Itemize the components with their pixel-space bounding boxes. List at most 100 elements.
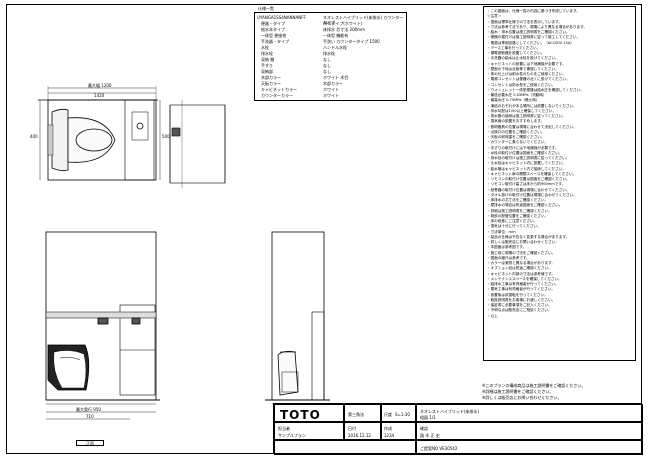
title-block: TOTO 第三角法 尺度 S=1:30 ネオレストハイブリッド(床排水) 組図 … [273, 403, 643, 455]
front-elevation [45, 231, 160, 420]
note-line: ・ウォシュレット一体型便器は給水圧を確認してください。 [487, 87, 584, 92]
note-line: ・この図面は、仕様一覧の内容に基づき作成しています。 [487, 9, 580, 13]
client-value: サンプルプラン [278, 433, 306, 438]
spec-row: 木部カラーホワイト 木目 [257, 75, 349, 80]
designer-label: 作成 [384, 426, 392, 431]
note-line: ・手すりの取付けには下地補強が必要です。 [487, 145, 559, 150]
note-line: ・キャビネットの設置には下地補強が必要です。 [487, 61, 566, 66]
dim-bottom-1: 最大奥行 950 [76, 407, 101, 412]
note-line: ・本図面は参考図です。 [487, 245, 527, 250]
spec-row: 手洗器・タイプ手洗い カウンタータイプ 1500 [257, 39, 380, 44]
note-line: ・カラーは実物と異なる場合があります。 [487, 261, 555, 265]
spec-row: 水栓ハンドル水栓 [257, 45, 347, 50]
note-line: ・アース工事を行ってください。 [487, 45, 541, 50]
note-line: ・寸法は参考寸法であり、現場により異なる場合があります。 [487, 24, 588, 29]
footnote-3: ※詳しくは販売店にお問い合わせください。 [482, 395, 562, 400]
note-line: ・換気扇の設置をおすすめします。 [487, 119, 545, 124]
note-line: ・リモコン取付け高さは床から約900mmです。 [487, 182, 566, 187]
spec-row: 手すりなし [257, 63, 331, 68]
product-cell: ネオレストハイブリッド(床排水) 組図 1/1 [416, 404, 643, 422]
front-caption: 正面 [76, 440, 104, 446]
dim-side-1: 400 [30, 134, 38, 139]
right-plan [169, 100, 226, 188]
note-line: ・換気は十分に行ってください。 [487, 224, 541, 229]
date-value: 2016.12.12 [348, 433, 371, 438]
spec-row: 排水栓排水栓 [257, 51, 335, 56]
note-line: ・排水勾配は1/50以上確保してください。 [487, 108, 556, 113]
note-line: ・漏電遮断器を設置してください。 [487, 51, 545, 55]
note-line: ・電源は専用回路としてください。（AC100V 15A） [487, 40, 574, 45]
note-line: ・床の段差にご注意ください。 [487, 219, 538, 223]
note-line: ・保証書に必要事項をご記入ください。 [487, 303, 552, 307]
spec-row: 一体型 便座他一体型 機能有 [257, 33, 349, 38]
spec-row: 収納 棚なし [257, 57, 331, 62]
product-name: ネオレストハイブリッド(床排水) [420, 409, 480, 414]
note-line: ・床の仕上げは耐水性のものをご使用ください。 [487, 72, 567, 76]
date-cell: 日付 2016.12.12 [344, 422, 381, 440]
note-line: ・詳細は施工説明書をご確認ください。 [487, 208, 552, 213]
note-line: ・電気工事は有資格者が行ってください。 [487, 287, 555, 292]
note-line: ・オプション品は別途ご確認ください。 [487, 266, 552, 271]
blank-cell [274, 440, 416, 455]
plan-number: ご提案NO VE30542 [420, 446, 458, 451]
client-label: 担当者 [278, 426, 290, 431]
note-line: ・壁面の下地は合板等で補強してください。 [487, 66, 559, 71]
spec-table-header: 仕様一覧 [257, 6, 275, 12]
note-line: ・点検口の位置をご確認ください。 [487, 129, 545, 134]
note-line: ・コンセントは防水型をご使用ください。 [487, 82, 556, 87]
note-line: ・寸法単位：mm [487, 229, 516, 234]
date-label: 日付 [348, 426, 356, 431]
note-line: ・止水栓はキャビネット内に設置してください。 [487, 161, 566, 166]
note-line: ・施工前に現場の寸法をご確認ください。 [487, 250, 556, 255]
note-line: ・詳しくは販売店にお問い合わせください。 [487, 240, 559, 244]
note-line: ・壁排水の場合は別途図面をご確認ください。 [487, 203, 563, 208]
note-line: ・天板の耐荷重をご確認ください。 [487, 135, 545, 139]
footnote-2: ※詳細は施工説明書をご確認ください。 [482, 389, 554, 394]
note-line: ・キャビネット内部の寸法は参考値です。 [487, 271, 555, 276]
spec-row: カウンターカラーホワイト [257, 93, 339, 98]
drawing-type-cell: 第三角法 [344, 404, 381, 422]
client-cell: 担当者 サンプルプラン [274, 422, 344, 440]
note-line: ・図面は標準仕様での寸法を表示しています。 [487, 19, 562, 24]
note-line: ・リモコンの取付け位置は図面をご確認ください。 [487, 177, 570, 181]
designer-value: 1234 [384, 433, 395, 438]
plan-view [38, 86, 161, 181]
note-line: ・設置後は試運転を行ってください。 [487, 292, 548, 297]
note-line: ・キャビネット扉の開閉スペースを確保してください。 [487, 171, 577, 176]
note-line: ・電源コンセントは便器の近くに設けてください。 [487, 77, 570, 82]
note-line: ・製品の仕様は予告なく変更する場合があります。 [487, 234, 570, 239]
note-line: ・便器の据付けは施工説明書に従って施工してください。 [487, 35, 581, 40]
confirm-cell: 確認 図 木 正 史 [416, 422, 643, 440]
note-line: ・最高水圧 0.75MPa（静止時） [487, 98, 540, 103]
note-line: ・以上 [487, 313, 498, 318]
note-line: ・排水管の接続は施工説明書に従ってください。 [487, 114, 566, 118]
note-line: ・手洗器の給水は止水栓を設けてください。 [487, 56, 559, 61]
scale-label: 尺度 [384, 412, 392, 417]
note-line: ・不明な点は販売店にご相談ください。 [487, 308, 552, 313]
spec-row: 天板カラー木部カラー [257, 81, 343, 86]
toto-logo: TOTO [280, 408, 321, 422]
note-line: ・凍結のおそれがある場所には設置しないでください。 [487, 103, 577, 108]
spec-row: 収納部なし [257, 69, 331, 74]
note-line: ・紙巻器の取付け位置は現場に合わせてください。 [487, 187, 570, 192]
confirm-value: 図 木 正 史 [420, 433, 440, 438]
spec-row: キャビネットカラーホワイト [257, 87, 339, 92]
side-elevation [265, 231, 330, 412]
note-line: ・給水管はキャビネット内で接続してください。 [487, 166, 566, 171]
confirm-label: 確認 [420, 426, 428, 431]
note-line: ・取扱説明書をお客様にお渡しください。 [487, 297, 556, 302]
note-line: ・最低必要水圧 0.05MPa（流動時） [487, 93, 547, 97]
product-sub: 組図 1/1 [420, 415, 436, 420]
logo-cell: TOTO [274, 404, 344, 422]
scale-value: S=1:30 [395, 412, 410, 417]
note-line: ・図面の縮尺は参考です。 [487, 255, 530, 260]
designer-cell: 作成 1234 [381, 422, 416, 440]
dim-bottom-2: 710 [86, 414, 94, 419]
note-line: ・床排水の芯寸法をご確認ください。 [487, 198, 549, 202]
plan-no-cell: ご提案NO VE30542 [416, 440, 643, 455]
note-line: ・水栓の取付け位置は図面をご確認ください。 [487, 150, 563, 155]
note-line: ＜注意＞ [487, 14, 502, 19]
